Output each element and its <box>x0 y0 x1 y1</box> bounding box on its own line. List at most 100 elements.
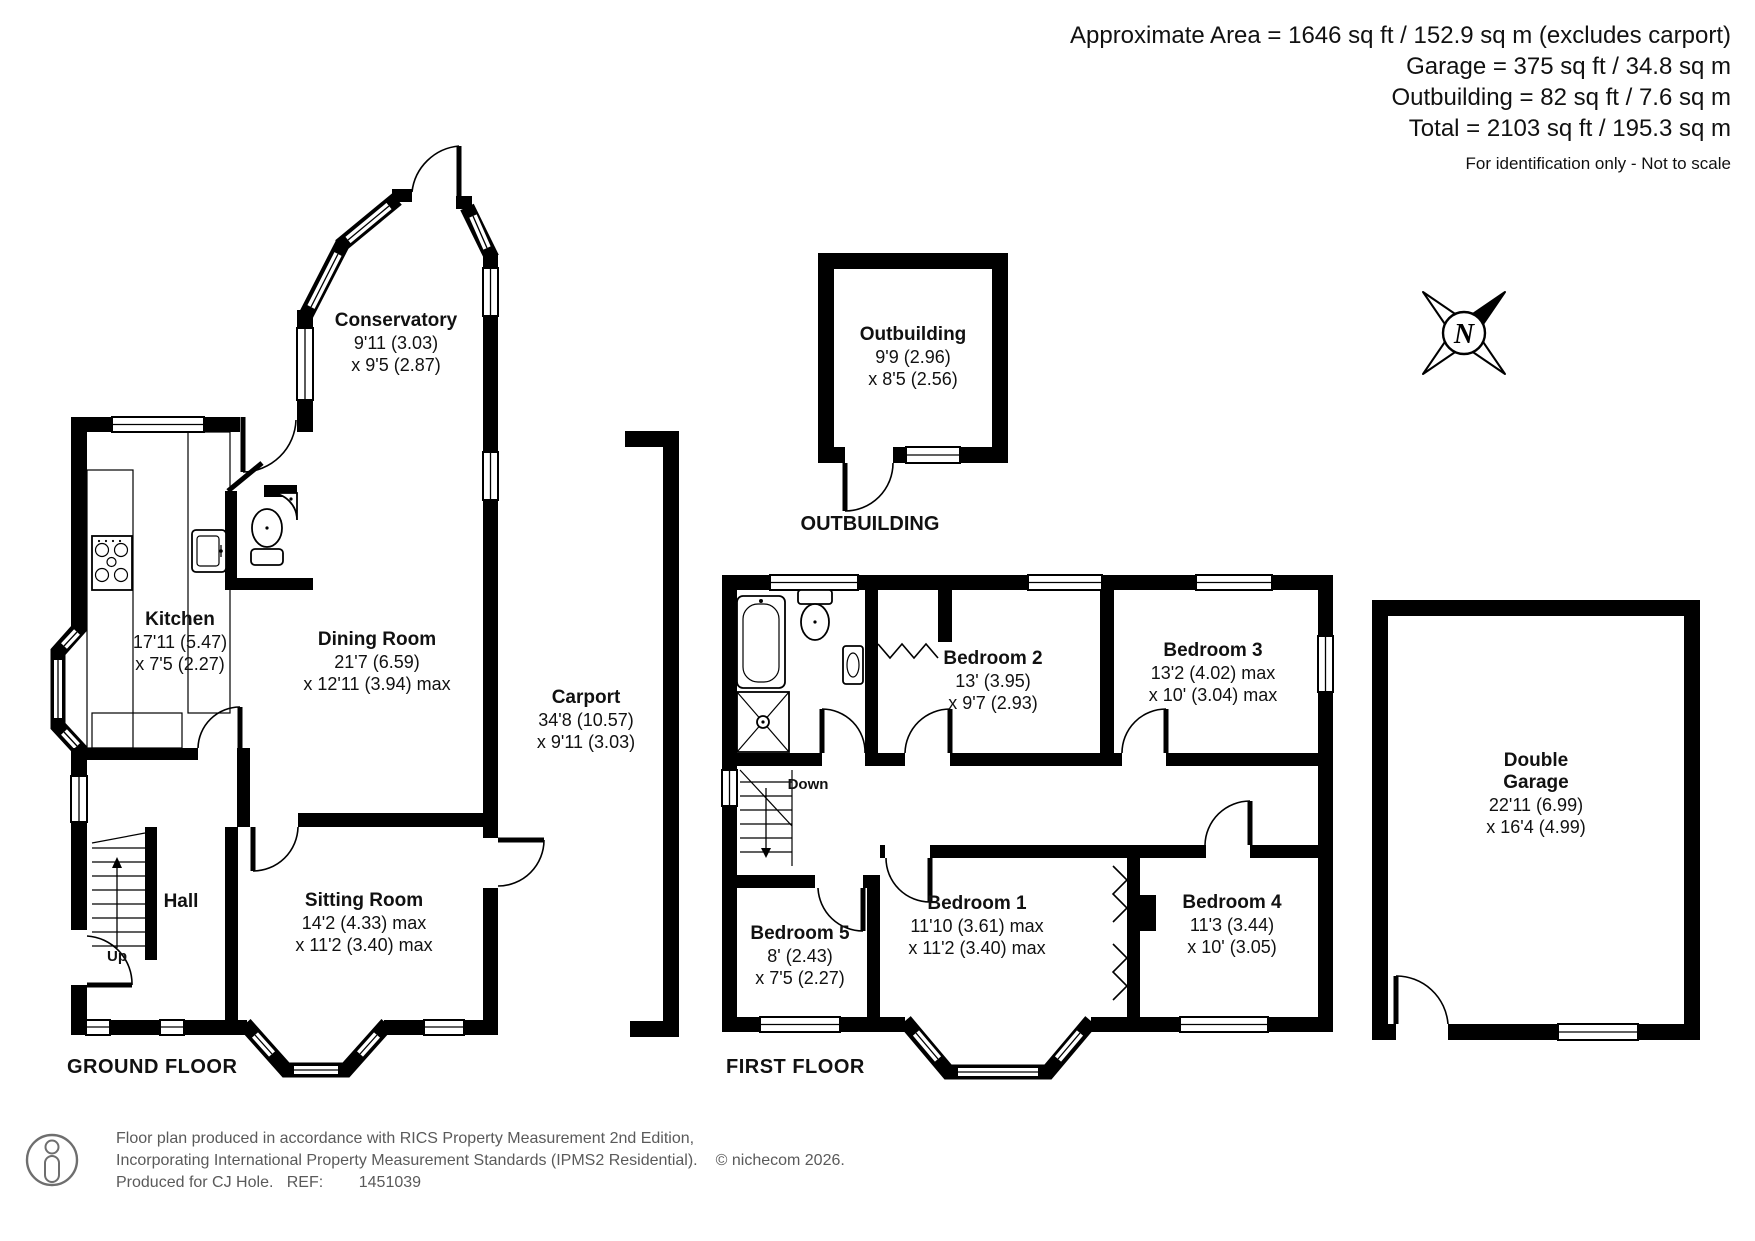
garage-area: Garage = 375 sq ft / 34.8 sq m <box>1406 53 1731 80</box>
stairs-up-icon <box>91 827 157 960</box>
stairs-down-icon <box>739 769 793 866</box>
person-logo-icon <box>25 1133 79 1187</box>
room-label-conservatory: Conservatory 9'11 (3.03) x 9'5 (2.87) <box>334 310 458 375</box>
window <box>159 1019 185 1036</box>
first-floor-caption: FIRST FLOOR <box>726 1056 865 1078</box>
footer-disclaimer: Floor plan produced in accordance with R… <box>116 1128 845 1194</box>
room-label-bedroom-4: Bedroom 4 11'3 (3.44) x 10' (3.05) <box>1182 892 1282 957</box>
room-label-bedroom-2: Bedroom 2 13' (3.95) x 9'7 (2.93) <box>943 648 1043 713</box>
wall <box>930 845 1127 858</box>
approximate-area: Approximate Area = 1646 sq ft / 152.9 sq… <box>1069 22 1731 49</box>
door-arc <box>904 708 953 754</box>
room-label-outbuilding: Outbuilding 9'9 (2.96) x 8'5 (2.56) <box>859 324 967 389</box>
wall <box>71 748 198 760</box>
closet-bifold-doors <box>877 590 952 660</box>
total-area: Total = 2103 sq ft / 195.3 sq m <box>1408 115 1731 142</box>
outbuilding-plan <box>818 253 1008 512</box>
wall <box>867 888 880 1017</box>
door-arc <box>197 706 243 752</box>
wall <box>483 437 498 1035</box>
footer-line-1: Floor plan produced in accordance with R… <box>116 1130 695 1147</box>
window <box>1195 574 1273 591</box>
bay-window <box>899 1016 1097 1080</box>
bay-window <box>50 620 88 758</box>
room-label-sitting-room: Sitting Room 14'2 (4.33) max x 11'2 (3.4… <box>295 890 433 955</box>
window <box>905 446 961 464</box>
conservatory-walls <box>296 145 499 439</box>
window <box>111 416 205 433</box>
window <box>1027 574 1103 591</box>
wall <box>722 753 822 766</box>
sink-icon <box>191 529 227 573</box>
carport-door-arc <box>483 837 545 888</box>
door-arc <box>411 145 462 198</box>
window <box>1179 1016 1269 1033</box>
sink-icon <box>842 645 864 685</box>
wc-room <box>225 461 313 590</box>
corner-basin-icon <box>270 492 298 521</box>
bay-window <box>239 1019 393 1078</box>
door-arc <box>250 826 299 872</box>
copyright: © nichecom 2026. <box>715 1152 845 1169</box>
room-label-carport: Carport 34'8 (10.57) x 9'11 (3.03) <box>536 687 636 752</box>
compass-north-label: N <box>1453 319 1476 350</box>
room-label-double-garage: Double Garage 22'11 (6.99) x 16'4 (4.99) <box>1486 750 1586 837</box>
garage-plan <box>1372 600 1700 1041</box>
window <box>85 1019 111 1036</box>
ground-floor-plan <box>50 145 679 1078</box>
door-arc <box>1204 800 1253 846</box>
wall <box>225 827 238 1020</box>
bath-icon <box>736 595 786 689</box>
area-summary: Approximate Area = 1646 sq ft / 152.9 sq… <box>1070 20 1731 179</box>
wall <box>237 748 250 827</box>
wall <box>863 875 880 888</box>
wardrobe-wall <box>1111 845 1156 1017</box>
front-door-arc <box>71 930 133 988</box>
first-floor-plan <box>721 574 1334 1080</box>
door-arc <box>885 857 933 903</box>
ground-floor-caption: GROUND FLOOR <box>67 1056 238 1078</box>
stairs-up-label: Up <box>107 948 127 965</box>
outbuilding-caption: OUTBUILDING <box>800 513 940 535</box>
wall <box>878 753 905 766</box>
window <box>721 769 738 807</box>
window <box>1557 1023 1639 1041</box>
window <box>769 574 859 591</box>
room-label-hall: Hall <box>163 891 199 912</box>
door-arc <box>1121 708 1169 754</box>
window <box>423 1019 465 1036</box>
window <box>759 1016 841 1033</box>
window <box>70 775 88 823</box>
wall <box>71 417 87 629</box>
room-label-bedroom-1: Bedroom 1 11'10 (3.61) max x 11'2 (3.40)… <box>908 893 1046 958</box>
door-arc <box>1393 975 1449 1025</box>
toilet-icon <box>797 589 833 641</box>
window <box>1317 635 1334 693</box>
hob-icon <box>91 535 133 591</box>
compass-icon: N <box>1422 291 1506 375</box>
wall <box>298 813 483 827</box>
shower-icon <box>736 691 790 753</box>
wall <box>722 875 815 888</box>
footer-line-2: Incorporating International Property Mea… <box>116 1152 845 1169</box>
wall <box>865 590 878 766</box>
window <box>482 451 499 501</box>
door-arc <box>817 887 866 932</box>
room-label-bedroom-3: Bedroom 3 13'2 (4.02) max x 10' (3.04) m… <box>1148 640 1278 705</box>
door-arc <box>819 708 866 754</box>
room-label-bedroom-5: Bedroom 5 8' (2.43) x 7'5 (2.27) <box>750 923 850 988</box>
outbuilding-area: Outbuilding = 82 sq ft / 7.6 sq m <box>1391 84 1731 111</box>
toilet-icon <box>250 508 284 566</box>
carport-wall <box>625 431 679 1037</box>
wall <box>1166 753 1333 766</box>
door-arc <box>240 417 297 473</box>
identification-note: For identification only - Not to scale <box>1465 154 1731 173</box>
room-label-kitchen: Kitchen 17'11 (5.47) x 7'5 (2.27) <box>132 609 228 674</box>
wall <box>1140 845 1206 858</box>
stairs-down-label: Down <box>787 776 829 793</box>
wall <box>950 753 1100 766</box>
wall <box>1250 845 1333 858</box>
footer-line-3: Produced for CJ Hole. REF: 1451039 <box>116 1174 422 1191</box>
